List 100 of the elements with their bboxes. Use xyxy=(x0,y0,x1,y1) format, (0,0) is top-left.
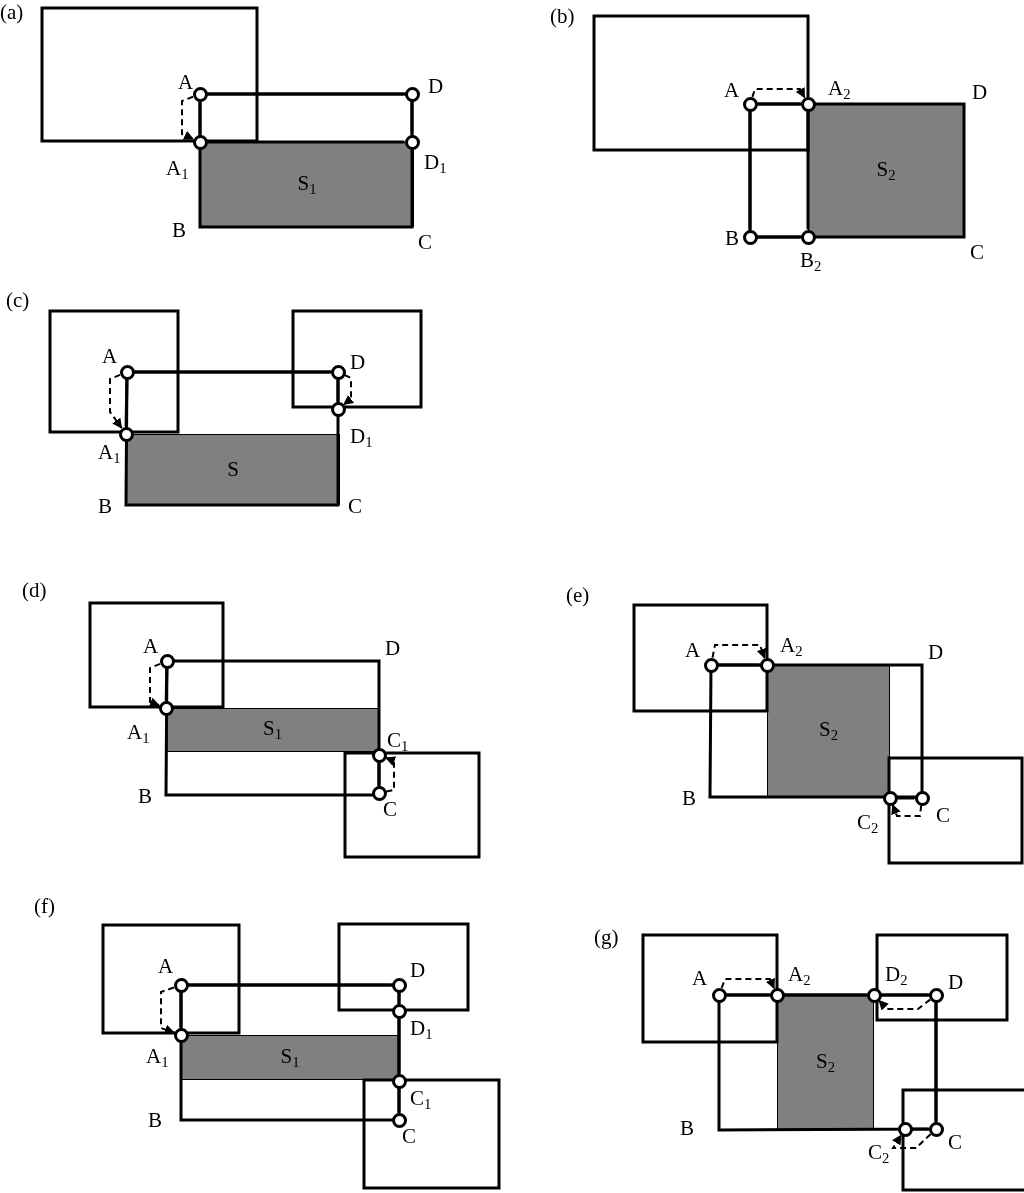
point-label: A xyxy=(102,346,118,367)
connecting-line xyxy=(179,992,183,1028)
connecting-line xyxy=(748,111,752,230)
point-label: A$_{1}$ xyxy=(146,1046,169,1070)
point-label: B xyxy=(725,228,739,249)
point-label: A$_{2}$ xyxy=(828,78,851,102)
point-label: A$_{1}$ xyxy=(127,722,150,746)
point-label: C xyxy=(402,1126,416,1147)
point-label: C xyxy=(948,1132,962,1153)
connecting-line xyxy=(718,663,760,667)
connecting-line xyxy=(757,235,801,239)
panel-letter: (c) xyxy=(6,290,30,311)
corner-label: B xyxy=(172,220,186,241)
panel-letter: (f) xyxy=(34,896,55,917)
connecting-line xyxy=(198,101,202,135)
point-label: D xyxy=(948,972,964,993)
corner-label: C xyxy=(418,232,432,253)
point-label: A xyxy=(724,80,740,101)
point-label: A xyxy=(692,968,708,989)
point-label: D$_{2}$ xyxy=(885,964,908,988)
point-label: A$_{2}$ xyxy=(780,635,803,659)
dashed-arrow xyxy=(751,87,806,99)
connecting-line xyxy=(164,668,169,701)
point-label: C xyxy=(936,805,950,826)
point-label: C$_{2}$ xyxy=(857,812,879,836)
dashed-arrow xyxy=(109,373,123,429)
point-label: A$_{1}$ xyxy=(98,442,121,466)
corner-label: B xyxy=(682,788,696,809)
point-label: D xyxy=(350,352,366,373)
point-label: A$_{2}$ xyxy=(788,964,811,988)
region-label: S$_{1}$ xyxy=(280,1045,300,1070)
corner-label: B xyxy=(148,1110,162,1131)
point-label: A xyxy=(685,640,701,661)
point-label: D$_{1}$ xyxy=(424,152,447,176)
shaded-region xyxy=(126,434,340,505)
point-label: A$_{1}$ xyxy=(166,158,189,182)
dashed-arrow xyxy=(711,644,767,659)
point-label: A xyxy=(158,956,174,977)
shaded-region xyxy=(200,142,414,227)
corner-label: C xyxy=(970,242,984,263)
shaded-region xyxy=(166,708,379,752)
dashed-arrow xyxy=(160,986,175,1035)
connecting-line xyxy=(397,1088,401,1113)
corner-label: B xyxy=(680,1118,694,1139)
dashed-arrow xyxy=(891,1133,932,1149)
connecting-line xyxy=(124,379,129,427)
region-label: S$_{2}$ xyxy=(816,1050,835,1075)
connecting-line xyxy=(207,140,405,144)
dashed-arrow xyxy=(878,998,932,1011)
shaded-region xyxy=(808,104,964,237)
connecting-line xyxy=(784,993,867,997)
point-label: A xyxy=(178,72,194,93)
point-label: C xyxy=(383,799,397,820)
point-label: A xyxy=(143,636,159,657)
shaded-region xyxy=(777,995,874,1130)
corner-label: C xyxy=(348,496,362,517)
point-label: D xyxy=(428,76,444,97)
connecting-line xyxy=(134,370,331,374)
corner-label: D xyxy=(928,642,944,663)
point-label: B$_{2}$ xyxy=(800,250,822,274)
panel-letter: (a) xyxy=(0,2,24,23)
connecting-line xyxy=(188,983,392,987)
connecting-line xyxy=(336,379,340,402)
corner-label: D xyxy=(385,638,401,659)
dashed-arrow xyxy=(385,756,397,793)
connecting-line xyxy=(377,762,381,786)
corner-label: B xyxy=(98,496,112,517)
point-label: C$_{1}$ xyxy=(410,1088,432,1112)
connecting-line xyxy=(757,102,801,106)
connecting-line xyxy=(397,1018,401,1074)
dashed-arrow xyxy=(342,374,355,406)
connecting-line xyxy=(410,101,414,135)
point-label: C$_{2}$ xyxy=(868,1142,890,1166)
corner-label: B xyxy=(138,786,152,807)
panel-letter: (d) xyxy=(22,580,47,601)
dashed-arrow xyxy=(720,977,775,990)
point-label: C$_{1}$ xyxy=(387,730,409,754)
connecting-line xyxy=(397,992,401,1004)
region-label: S xyxy=(227,459,239,480)
region-label: S$_{1}$ xyxy=(297,172,317,197)
region-label: S$_{2}$ xyxy=(819,719,838,743)
region-label: S$_{2}$ xyxy=(876,158,896,183)
point-label: D xyxy=(410,960,426,981)
panel-letter: (b) xyxy=(550,6,575,27)
connecting-line xyxy=(207,92,405,96)
panel-letter: (g) xyxy=(594,927,619,948)
connecting-line xyxy=(912,1127,929,1131)
dashed-arrow xyxy=(891,804,923,817)
region-label: S$_{1}$ xyxy=(263,718,282,742)
corner-label: D xyxy=(972,82,988,103)
shaded-region xyxy=(767,665,890,797)
connecting-line xyxy=(806,111,810,230)
shaded-region xyxy=(181,1035,399,1080)
dashed-arrow xyxy=(148,662,162,707)
point-label: D$_{1}$ xyxy=(410,1018,433,1042)
point-label: D$_{1}$ xyxy=(350,426,373,450)
connecting-line xyxy=(897,796,915,800)
connecting-line xyxy=(726,993,770,997)
panel-letter: (e) xyxy=(566,585,590,606)
connecting-line xyxy=(881,993,929,997)
